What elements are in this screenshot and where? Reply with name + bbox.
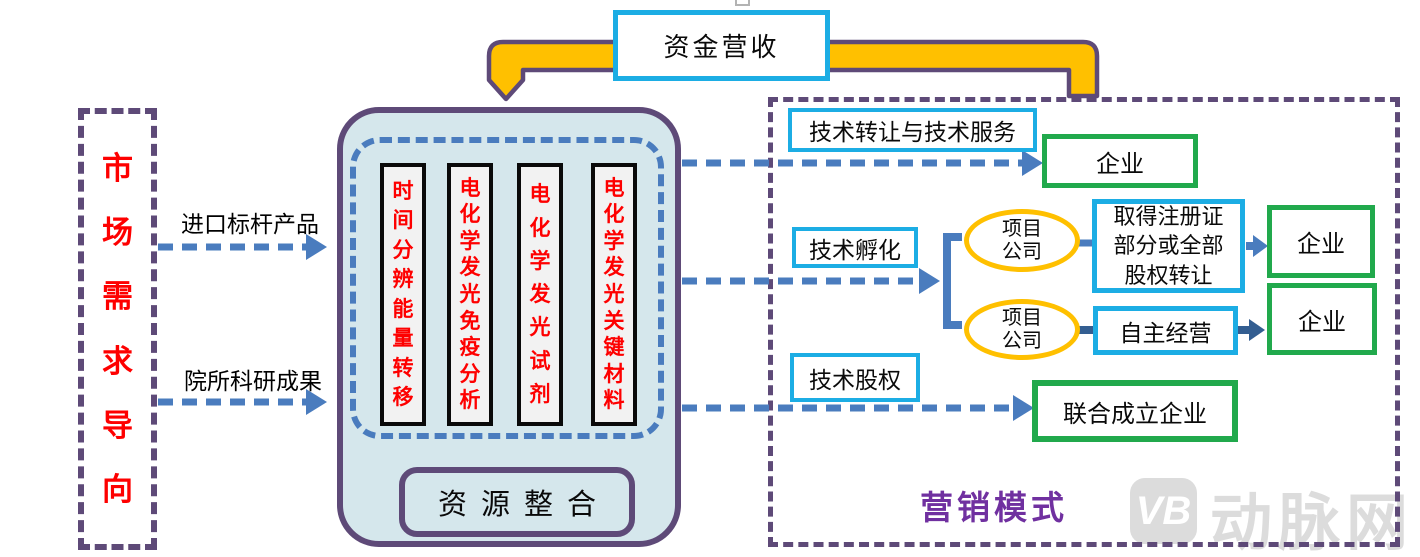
label-research-results: 院所科研成果 xyxy=(184,369,322,394)
pillar-time-resolved-energy-transfer: 时间分辨能量转移 xyxy=(380,163,426,426)
registration-equity-transfer-box: 取得注册证 部分或全部 股权转让 xyxy=(1092,199,1245,293)
tech-equity-box: 技术股权 xyxy=(790,353,920,402)
watermark-vb-logo: VB xyxy=(1130,478,1197,544)
project-company-ellipse-1: 项目 公司 xyxy=(964,209,1080,272)
capital-revenue-box: 资金营收 xyxy=(613,10,830,81)
enterprise-box-2: 企业 xyxy=(1267,205,1375,278)
pillar-ecl-key-materials: 电化学发光关键材料 xyxy=(591,163,637,426)
independent-operation-box: 自主经营 xyxy=(1093,306,1238,355)
label-import-benchmark: 进口标杆产品 xyxy=(181,212,319,237)
tech-incubation-box: 技术孵化 xyxy=(792,227,918,268)
resource-integration-box: 资源整合 xyxy=(399,467,635,537)
stray-handle-square xyxy=(735,0,750,6)
marketing-model-title: 营销模式 xyxy=(920,491,1068,527)
joint-enterprise-box: 联合成立企业 xyxy=(1032,380,1238,442)
pillar-ecl-reagent: 电化学发光试剂 xyxy=(517,163,563,426)
tech-transfer-service-box: 技术转让与技术服务 xyxy=(788,108,1037,152)
resource-inner-dashed-box xyxy=(350,137,664,439)
market-demand-panel: 市场需求导向 xyxy=(78,108,157,550)
project-company-ellipse-2: 项目 公司 xyxy=(964,299,1080,360)
enterprise-box-1: 企业 xyxy=(1042,134,1198,188)
pillar-ecl-immunoassay: 电化学发光免疫分析 xyxy=(447,163,493,426)
enterprise-box-3: 企业 xyxy=(1267,283,1377,355)
